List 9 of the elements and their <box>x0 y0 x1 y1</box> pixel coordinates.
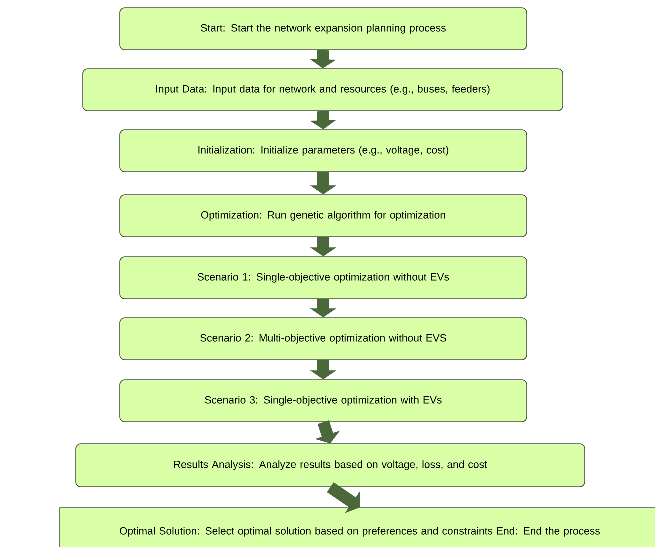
process-box: Results Analysis: Analyze results based on voltage, loss, and cost <box>76 444 586 488</box>
process-box: Start: Start the network expansion planning process <box>120 8 528 50</box>
process-box: Scenario 1: Single-objective optimization without EVs <box>120 256 528 300</box>
process-box: Scenario 3: Single-objective optimization with EVs <box>120 380 528 422</box>
process-box: Optimal Solution: Select optimal solution based on preferences and constraints End: End the process <box>60 508 655 547</box>
process-box: Optimization: Run genetic algorithm for optimization <box>120 194 528 238</box>
process-box: Scenario 2: Multi-objective optimization without EVS <box>120 318 528 360</box>
process-box: Input Data: Input data for network and resources (e.g., buses, feeders) <box>82 68 564 112</box>
process-box: Initialization: Initialize parameters (e.g., voltage, cost) <box>120 130 528 172</box>
